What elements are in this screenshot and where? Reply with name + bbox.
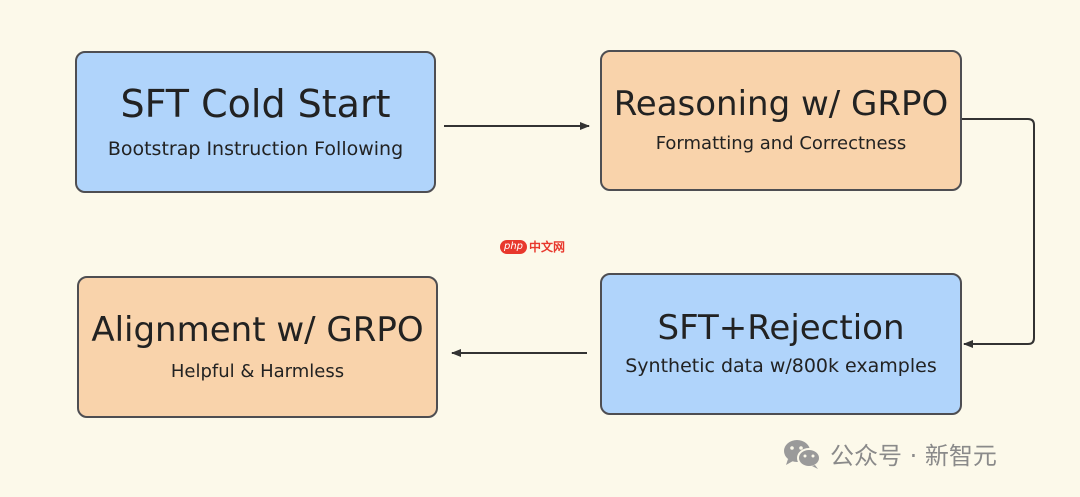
site-logo-badge: php — [500, 239, 528, 254]
box-sft-cold-start: SFT Cold Start Bootstrap Instruction Fol… — [75, 51, 436, 193]
wechat-icon — [784, 439, 821, 469]
box-reasoning-grpo: Reasoning w/ GRPO Formatting and Correct… — [600, 50, 962, 191]
box-subtitle: Synthetic data w/800k examples — [625, 355, 937, 378]
box-subtitle: Bootstrap Instruction Following — [107, 137, 404, 160]
box-sft-rejection: SFT+Rejection Synthetic data w/800k exam… — [600, 273, 962, 415]
box-subtitle: Helpful & Harmless — [170, 360, 345, 382]
box-alignment-grpo: Alignment w/ GRPO Helpful & Harmless — [77, 276, 438, 418]
box-title: SFT Cold Start — [120, 81, 391, 126]
box-title: Alignment w/ GRPO — [91, 309, 424, 350]
box-title: SFT+Rejection — [657, 307, 905, 348]
site-logo-text: 中文网 — [529, 240, 566, 254]
watermark-text: 公众号 · 新智元 — [830, 442, 997, 470]
site-logo: php 中文网 — [500, 238, 565, 255]
box-title: Reasoning w/ GRPO — [613, 84, 949, 124]
box-subtitle: Formatting and Correctness — [655, 133, 907, 155]
arrow-reasoning-to-sft-rejection — [962, 118, 1035, 348]
watermark: 公众号 · 新智元 — [782, 436, 997, 471]
